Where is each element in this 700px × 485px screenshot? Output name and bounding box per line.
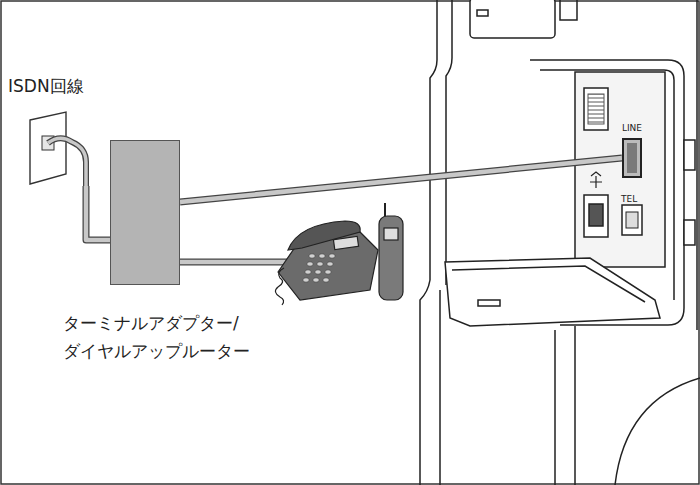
port-label: LINE bbox=[617, 122, 647, 134]
keypad-key bbox=[319, 254, 325, 258]
cable-outline bbox=[180, 158, 622, 202]
cable-outline bbox=[86, 186, 110, 240]
phone-cable bbox=[180, 262, 290, 263]
wall-cable-core bbox=[48, 138, 86, 186]
line-label: ISDN回線 bbox=[8, 74, 94, 98]
telephone-receiver bbox=[288, 221, 360, 250]
cordless-handset bbox=[379, 203, 403, 300]
printer-top-notch bbox=[560, 0, 577, 20]
device-label: ターミナルアダプター/ ダイヤルアップルーター bbox=[63, 309, 278, 365]
wall-jack-plate bbox=[26, 112, 92, 186]
keypad-key bbox=[325, 270, 331, 274]
telephone-display bbox=[333, 236, 358, 249]
printer-right-edge bbox=[696, 0, 698, 330]
wall-cable-outline bbox=[48, 138, 86, 186]
usb-port bbox=[584, 195, 608, 237]
usb-port-socket bbox=[589, 204, 603, 226]
port-panel bbox=[575, 72, 665, 267]
wall-plate bbox=[30, 112, 66, 184]
keypad-key bbox=[305, 270, 311, 274]
telephone bbox=[275, 221, 378, 305]
printer-top-detail bbox=[477, 10, 488, 16]
cable-connector bbox=[86, 186, 110, 240]
printer-left-strip bbox=[446, 0, 452, 285]
receiver-cord bbox=[275, 268, 284, 305]
keypad-key bbox=[323, 278, 329, 282]
handset-body bbox=[379, 216, 403, 300]
cable-core bbox=[86, 186, 110, 240]
keypad-key bbox=[309, 254, 315, 258]
printer-body bbox=[420, 0, 700, 485]
tray-slot bbox=[478, 300, 500, 306]
isdn-wall-jack: ISDN回線 bbox=[8, 74, 94, 186]
printer-tray bbox=[445, 258, 660, 326]
keypad-key bbox=[315, 270, 321, 274]
printer-left-edge bbox=[420, 0, 437, 485]
phone-cable-core bbox=[180, 260, 290, 265]
printer-latch bbox=[684, 140, 695, 170]
printer-lower-curve bbox=[615, 378, 700, 485]
keypad-key bbox=[313, 278, 319, 282]
top-port bbox=[584, 88, 608, 130]
tel-port bbox=[622, 205, 642, 235]
cable-connector bbox=[180, 158, 622, 202]
cable-core bbox=[180, 158, 622, 202]
line-port-socket bbox=[622, 138, 642, 178]
telephone-keypad bbox=[303, 254, 335, 282]
printer-tray-edge bbox=[452, 266, 645, 302]
line-port: LINE bbox=[617, 122, 647, 182]
handset-screen bbox=[384, 228, 398, 240]
usb-symbol bbox=[590, 172, 602, 188]
tel-port-socket bbox=[626, 212, 638, 228]
printer-lower-body bbox=[440, 290, 575, 485]
keypad-key bbox=[327, 262, 333, 266]
phone-cable-outline bbox=[180, 259, 290, 266]
keypad-key bbox=[307, 262, 313, 266]
keypad-key bbox=[303, 278, 309, 282]
printer-top-block bbox=[470, 0, 555, 38]
keypad-key bbox=[317, 262, 323, 266]
printer-latch bbox=[684, 220, 695, 245]
terminal-adapter-box: ターミナルアダプター/ ダイヤルアップルーター bbox=[110, 140, 180, 285]
keypad-key bbox=[329, 254, 335, 258]
port-label: TEL bbox=[621, 193, 637, 205]
top-port-contacts bbox=[588, 94, 604, 124]
